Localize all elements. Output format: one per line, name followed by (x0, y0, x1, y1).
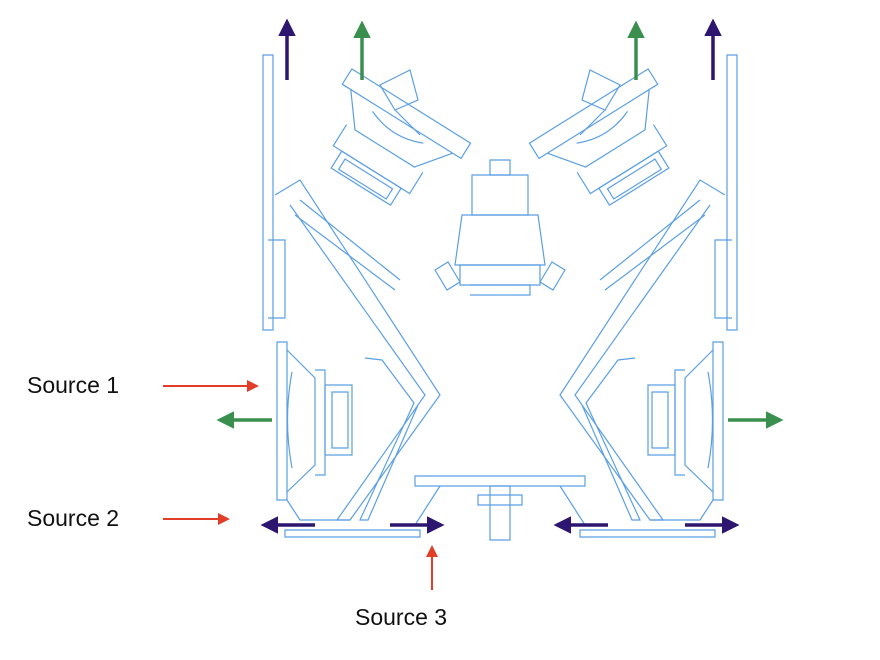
source3-label: Source 3 (355, 604, 448, 630)
left-half-structure (262, 54, 472, 538)
center-amplifier (434, 159, 566, 296)
source1-label: Source 1 (27, 372, 120, 398)
right-half-structure (528, 54, 738, 538)
source2-label: Source 2 (27, 505, 120, 531)
bottom-stand (414, 475, 586, 541)
